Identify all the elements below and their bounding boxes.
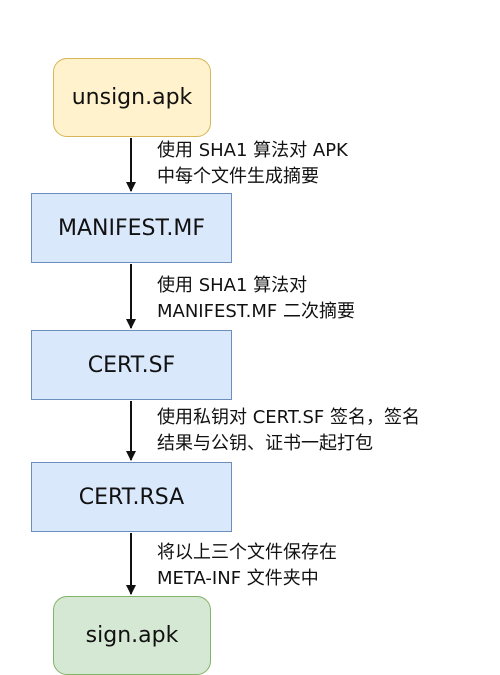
edge-label-line: 使用私钥对 CERT.SF 签名，签名 <box>157 407 420 428</box>
node-label: CERT.SF <box>87 352 176 378</box>
node-cert-sf: CERT.SF <box>31 330 232 400</box>
node-label: sign.apk <box>85 623 179 648</box>
edge-label-private-key-sign: 使用私钥对 CERT.SF 签名，签名 结果与公钥、证书一起打包 <box>157 405 420 457</box>
edge-label-line: META-INF 文件夹中 <box>157 568 319 589</box>
node-sign-apk: sign.apk <box>53 596 211 675</box>
edge-label-line: 中每个文件生成摘要 <box>157 166 319 187</box>
edge-label-line: 使用 SHA1 算法对 <box>157 275 308 296</box>
edge-label-line: 结果与公钥、证书一起打包 <box>157 433 373 454</box>
edge-label-sha1-manifest: 使用 SHA1 算法对 MANIFEST.MF 二次摘要 <box>157 273 355 325</box>
edge-label-line: 将以上三个文件保存在 <box>157 542 337 563</box>
node-label: unsign.apk <box>71 85 193 110</box>
node-label: CERT.RSA <box>78 484 185 510</box>
node-label: MANIFEST.MF <box>58 215 205 241</box>
edge-label-save-meta-inf: 将以上三个文件保存在 META-INF 文件夹中 <box>157 540 337 592</box>
node-unsign-apk: unsign.apk <box>53 58 211 137</box>
node-cert-rsa: CERT.RSA <box>31 462 232 532</box>
edge-label-sha1-per-file: 使用 SHA1 算法对 APK 中每个文件生成摘要 <box>157 138 348 190</box>
edge-label-line: MANIFEST.MF 二次摘要 <box>157 301 355 322</box>
node-manifest-mf: MANIFEST.MF <box>31 193 232 263</box>
edge-label-line: 使用 SHA1 算法对 APK <box>157 140 348 161</box>
